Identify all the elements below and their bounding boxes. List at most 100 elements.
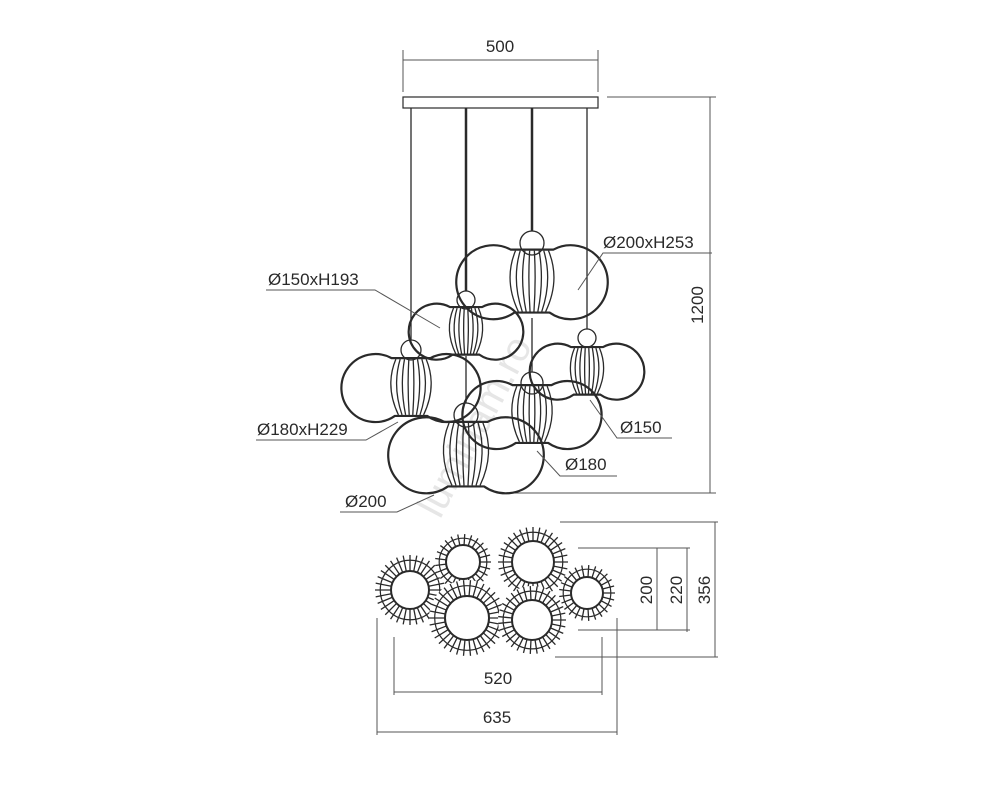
label-p4: Ø150 <box>589 399 672 439</box>
pendant-lamp <box>455 108 609 321</box>
globe-rib <box>583 348 587 394</box>
dimension-1200: 1200 <box>508 96 716 494</box>
globe-rib <box>407 359 410 415</box>
ribbed-globe <box>528 342 646 401</box>
shade-opening <box>390 570 430 610</box>
label-p6: Ø180 <box>536 450 617 477</box>
globe-rib <box>516 385 524 443</box>
globe-rib <box>419 358 427 416</box>
dim-label-220: 220 <box>667 576 686 604</box>
shade-ribs <box>559 565 615 621</box>
globe-rib <box>415 359 421 416</box>
globe-rib <box>522 386 528 443</box>
globe-rib <box>449 422 457 486</box>
dim-label-200: 200 <box>637 576 656 604</box>
globe-rib <box>593 347 600 394</box>
globe-rib <box>574 347 581 394</box>
globe-rib <box>543 385 553 443</box>
globe-rib <box>401 359 407 416</box>
glass-ball <box>453 402 479 428</box>
globe-rib <box>395 358 403 416</box>
label-text: Ø150xH193 <box>268 270 359 289</box>
glass-ball <box>519 230 545 256</box>
shade-plan-circle <box>559 565 615 621</box>
globe-rib <box>579 347 584 394</box>
globe-rib <box>442 422 453 486</box>
globe-rib <box>590 347 595 394</box>
globe-rib <box>422 358 432 416</box>
dim-label-500: 500 <box>486 37 514 56</box>
shade-opening <box>444 595 490 641</box>
globe-rib <box>475 422 483 486</box>
globe-rib <box>472 307 479 354</box>
pendant-lamp <box>407 108 525 361</box>
globe-rib <box>475 307 484 354</box>
globe-rib <box>536 386 542 443</box>
globe-rib <box>528 386 531 442</box>
label-text: Ø200 <box>345 492 387 511</box>
globe-rib <box>541 250 549 312</box>
globe-rib <box>412 359 415 415</box>
ribbed-globe <box>387 416 545 495</box>
globe-rib <box>569 347 578 394</box>
globe-rib <box>471 422 477 486</box>
globe-rib <box>521 250 527 312</box>
globe-rib <box>466 308 470 354</box>
dimension-500: 500 <box>402 37 599 92</box>
pendant-lamp <box>461 318 603 451</box>
dim-label-1200: 1200 <box>688 286 707 324</box>
shade-opening <box>511 540 555 584</box>
label-p3: Ø200xH253 <box>577 233 712 291</box>
globe-rib <box>458 307 463 354</box>
shade-ring <box>379 559 441 621</box>
globe-rib <box>462 308 466 354</box>
ribbed-globe <box>340 353 482 424</box>
shade-opening <box>445 544 481 580</box>
shade-ribs <box>429 580 505 656</box>
globe-rib <box>509 250 519 312</box>
globe-rib <box>469 307 474 354</box>
shade-ring <box>502 590 562 650</box>
globe-rib <box>528 250 531 312</box>
ceiling-canopy <box>402 96 599 109</box>
shade-opening <box>511 599 553 641</box>
label-text: Ø180xH229 <box>257 420 348 439</box>
ribbed-globe <box>407 302 525 361</box>
globe-rib <box>596 347 605 394</box>
globe-rib <box>455 422 461 486</box>
shade-plan-circle <box>435 534 491 590</box>
globe-rib <box>479 422 490 486</box>
shade-ribs <box>498 586 566 654</box>
shade-opening <box>570 576 604 610</box>
glass-ball <box>520 371 544 395</box>
globe-rib <box>533 250 536 312</box>
globe-rib <box>533 386 536 442</box>
globe-rib <box>453 307 460 354</box>
globe-rib <box>390 358 400 416</box>
pendant-lamp <box>528 108 646 401</box>
label-p1: Ø180xH229 <box>256 420 399 441</box>
globe-rib <box>540 385 548 443</box>
globe-rib <box>537 250 543 312</box>
shade-plan-circle <box>498 586 566 654</box>
plan-view <box>375 527 615 656</box>
shade-plan-circle <box>429 580 505 656</box>
dim-label-520: 520 <box>484 669 512 688</box>
globe-rib <box>511 385 521 443</box>
plan-dimensions: 200 220 356 520 635 <box>376 521 718 735</box>
dim-label-356: 356 <box>695 576 714 604</box>
label-p2: Ø150xH193 <box>266 270 441 329</box>
glass-ball <box>456 290 476 310</box>
globe-rib <box>467 422 470 486</box>
label-text: Ø180 <box>565 455 607 474</box>
globe-rib <box>545 250 555 312</box>
label-text: Ø150 <box>620 418 662 437</box>
glass-ball <box>577 328 597 348</box>
label-text: Ø200xH253 <box>603 233 694 252</box>
globe-rib <box>448 307 457 354</box>
pendant-lamp <box>387 356 545 495</box>
ribbed-globe <box>461 380 603 451</box>
globe-rib <box>587 348 591 394</box>
globe-rib <box>515 250 523 312</box>
